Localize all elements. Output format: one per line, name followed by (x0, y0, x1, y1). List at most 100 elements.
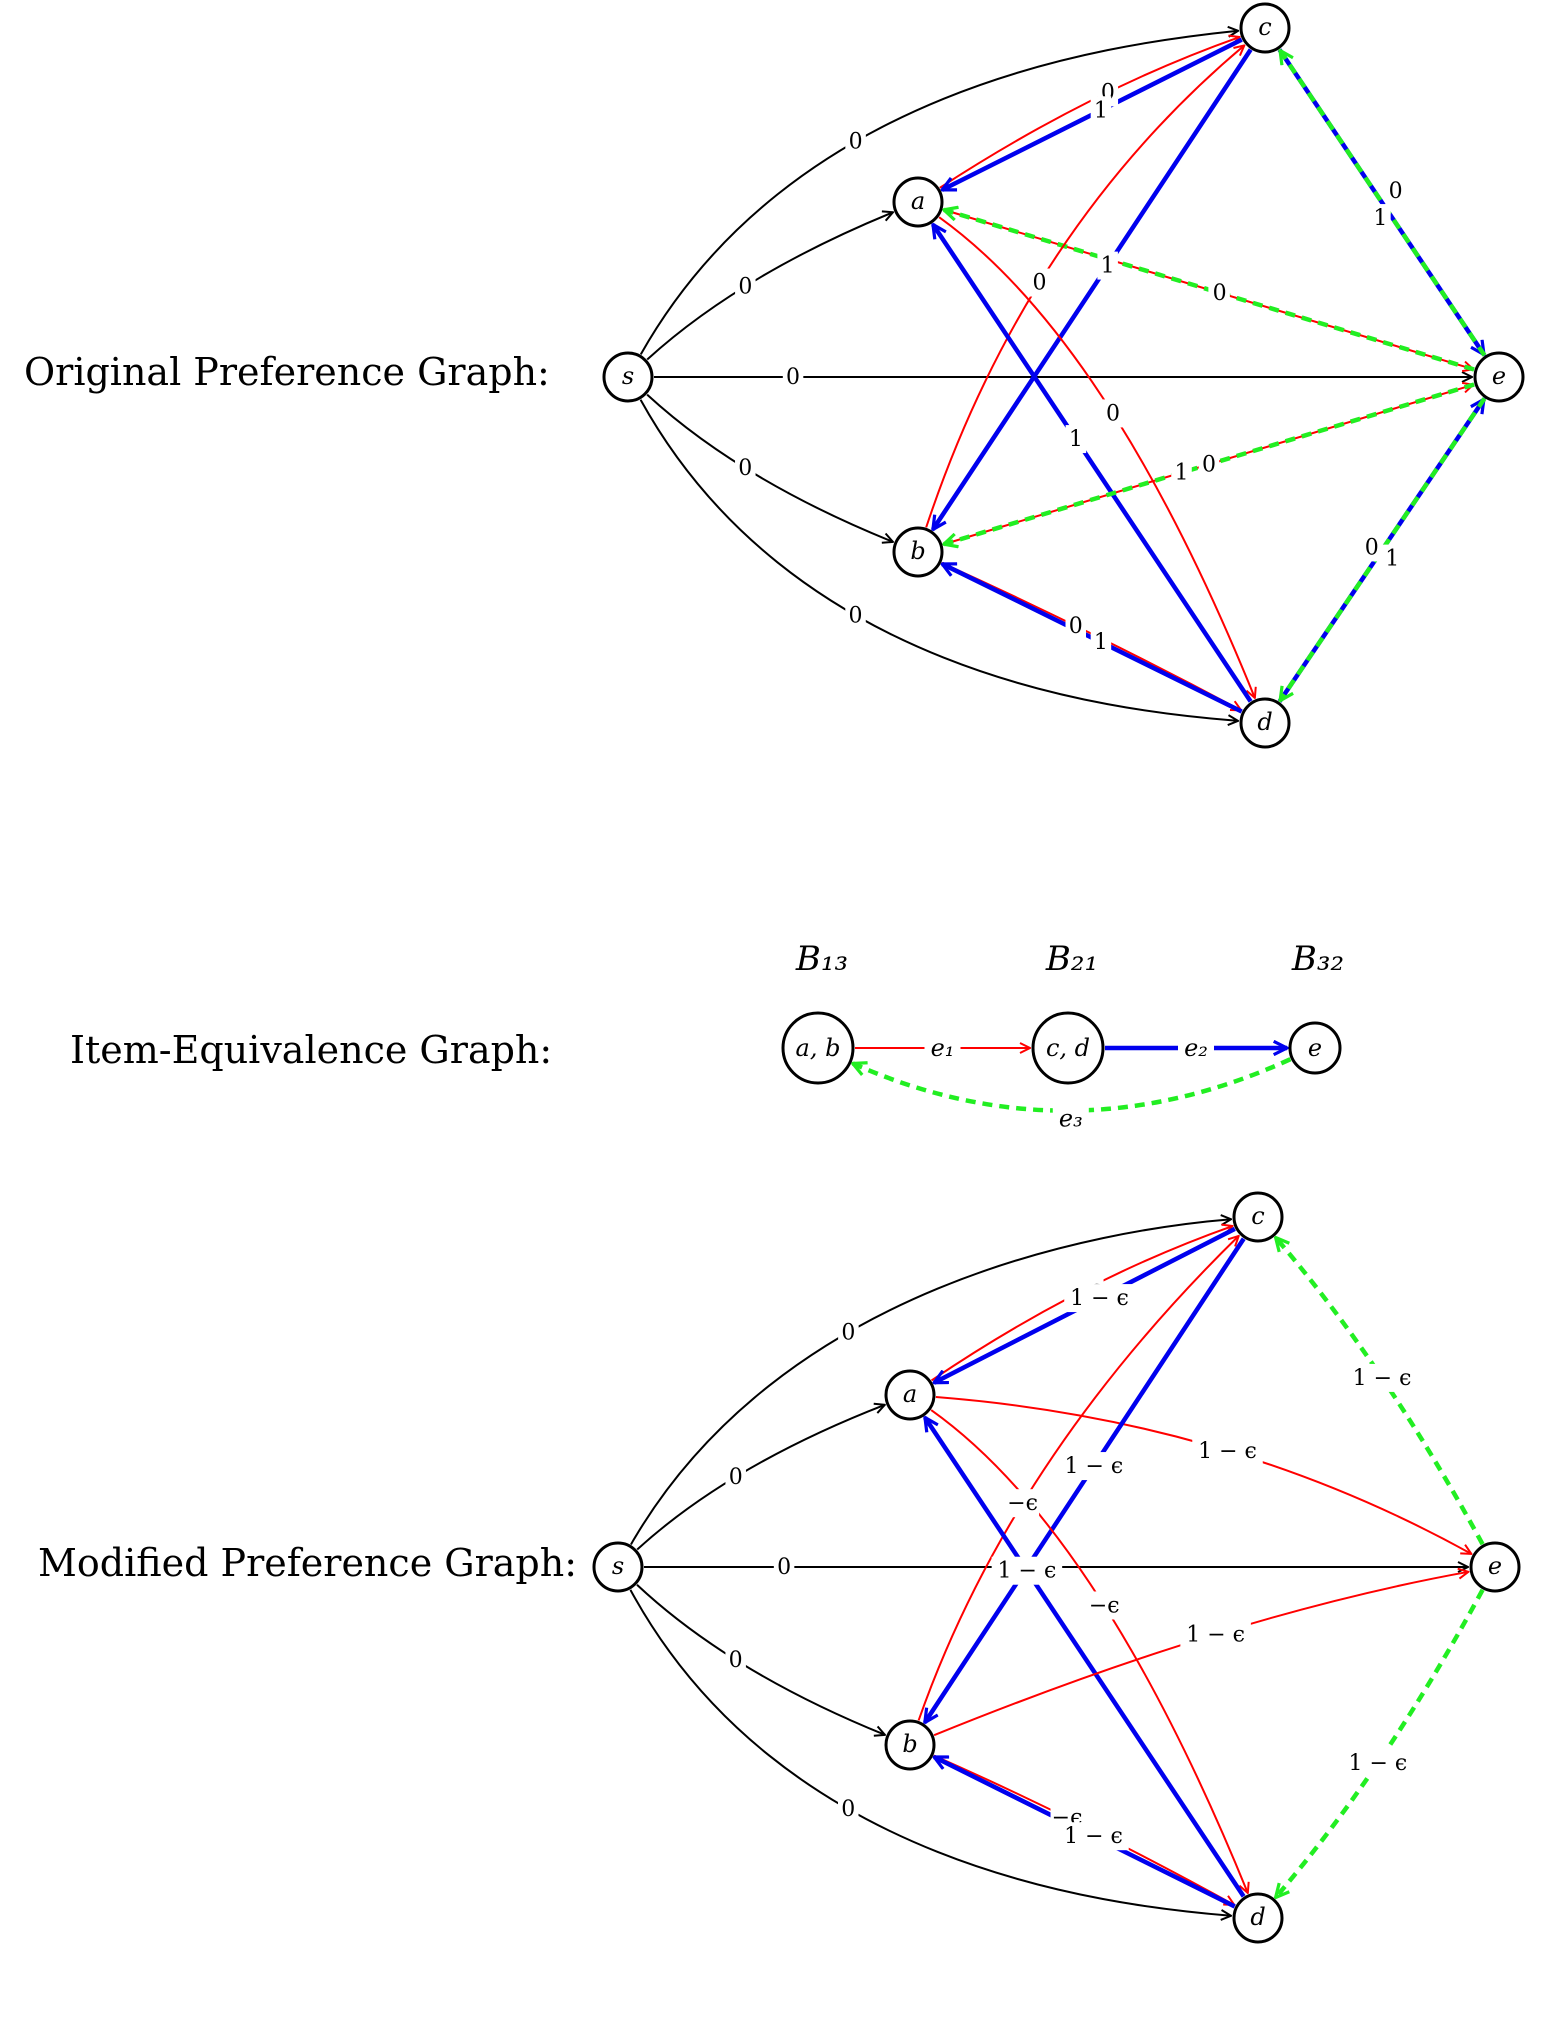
eq-edge-label-ab-to-cd: e₁ (924, 1034, 961, 1062)
edge-label-b-to-e-text: 1 − ϵ (1186, 1622, 1245, 1647)
eq-edge-label-bg (1052, 1104, 1089, 1133)
node-e-circle (1473, 351, 1525, 403)
edge-label-b-to-c: 0 (1029, 268, 1050, 297)
edge-label-s-to-d-bg (845, 601, 866, 630)
edge-label-a-to-e-text: 1 − ϵ (1198, 1439, 1257, 1464)
node-e: e (1469, 1541, 1521, 1593)
edge-e-to-d (1276, 1588, 1485, 1898)
edge-label-b-to-c-text: −ϵ (1007, 1491, 1038, 1516)
edge-label-e-to-d: 1 (1381, 544, 1403, 573)
edge-label-s-to-b-bg (725, 1645, 746, 1674)
edge-label-e-to-a-bg (1209, 278, 1230, 307)
edge-label-s-to-a-text: 0 (729, 1465, 743, 1490)
edge-label-c-to-a-text: 1 − ϵ (1070, 1286, 1129, 1311)
edge-label-d-to-b: 1 (1090, 628, 1112, 657)
edge-label-e-to-d: 1 − ϵ (1342, 1748, 1414, 1777)
edge-label-c-to-b-bg (1058, 1452, 1130, 1481)
edge-label-b-to-e: 1 (1171, 458, 1192, 487)
block-e-circle (1288, 1021, 1342, 1075)
edge-label-a-to-d: −ϵ (1087, 1591, 1121, 1620)
edge-s-to-b (636, 1584, 885, 1735)
node-d: d (1232, 1892, 1284, 1944)
edge-label-a-to-e-bg (1192, 1436, 1263, 1465)
edge-label-d-to-b-bg (1090, 628, 1112, 657)
edge-label-d-to-a-bg (1065, 425, 1087, 454)
node-c-circle (1232, 1191, 1284, 1243)
original-graph-title: Original Preference Graph: (24, 350, 550, 394)
edge-a-to-d (938, 216, 1255, 698)
edge-s-to-a (646, 212, 893, 361)
edge-layer (639, 31, 1487, 721)
node-a: a (884, 1369, 936, 1421)
edge-label-s-to-c-text: 0 (841, 1320, 855, 1345)
edge-a-to-d (930, 1409, 1248, 1893)
edge-label-d-to-b-text: 1 (1094, 630, 1108, 655)
node-s-circle (602, 351, 654, 403)
edge-s-to-d (639, 399, 1239, 721)
original-preference-graph: 000000110010110010101sabcde (602, 2, 1525, 749)
edge-label-e-to-a: 0 (1209, 278, 1230, 307)
edge-label-c-to-b: 1 (1097, 251, 1118, 280)
node-layer: s a b c d e (592, 1191, 1521, 1944)
edge-label-c-to-e-bg (1385, 177, 1406, 206)
edge-label-s-to-c-bg (845, 127, 866, 156)
edge-b-to-c (917, 1236, 1239, 1721)
edge-label-c-to-b-text: 1 (1101, 254, 1115, 279)
edge-label-d-to-e-text: 0 (1365, 535, 1379, 560)
edge-label-s-to-d-bg (837, 1795, 859, 1824)
node-d-circle (1232, 1892, 1284, 1944)
node-c-circle (1239, 2, 1291, 54)
edge-c-to-b (925, 1237, 1246, 1723)
block-e-title: B₃₂ (1291, 939, 1344, 979)
edge-label-s-to-b: 0 (725, 1645, 746, 1674)
node-a-label: a (911, 187, 925, 215)
node-s: s (592, 1541, 644, 1593)
edge-label-e-to-b-bg (1198, 450, 1220, 479)
block-e-label: e (1308, 1034, 1322, 1062)
node-d: d (1239, 697, 1291, 749)
edge-label-e-to-a-text: 0 (1213, 281, 1227, 306)
edge-b-to-e (933, 1572, 1468, 1737)
block-ab-label: a, b (796, 1034, 841, 1062)
edge-label-d-to-e-bg (1361, 533, 1383, 562)
edge-label-s-to-e: 0 (782, 363, 804, 391)
node-e-circle (1469, 1541, 1521, 1593)
edge-label-c-to-a: 1 − ϵ (1064, 1284, 1135, 1313)
equivalence-graph-title: Item-Equivalence Graph: (70, 1028, 552, 1072)
node-b: b (884, 1719, 936, 1771)
edge-label-a-to-d-bg (1102, 399, 1124, 428)
edge-b-to-c (925, 45, 1244, 528)
edge-s-to-c (639, 31, 1238, 355)
edge-label-d-to-b-text: 1 − ϵ (1064, 1824, 1123, 1849)
edge-label-e-to-c-text: 1 − ϵ (1353, 1366, 1412, 1391)
edge-label-d-to-a: 1 − ϵ (991, 1556, 1063, 1585)
block-ab-circle (781, 1011, 855, 1085)
node-c: c (1239, 2, 1291, 54)
edge-label-s-to-c-bg (838, 1318, 859, 1347)
node-a-circle (884, 1369, 936, 1421)
edge-label-d-to-a-text: 1 (1069, 427, 1083, 452)
edge-label-e-to-b-text: 0 (1202, 452, 1216, 477)
node-d-label: d (1257, 708, 1272, 736)
edge-label-b-to-d: 0 (1065, 611, 1086, 640)
edge-label-b-to-c: −ϵ (1006, 1489, 1040, 1518)
eq-edge-label-text: e₁ (931, 1034, 955, 1062)
node-a: a (892, 176, 944, 228)
edge-label-d-to-b: 1 − ϵ (1058, 1822, 1129, 1851)
edge-d-to-a (933, 224, 1253, 703)
edge-label-s-to-c: 0 (838, 1318, 859, 1347)
edge-label-b-to-e-bg (1180, 1620, 1251, 1649)
edge-label-s-to-b-text: 0 (729, 1648, 743, 1673)
node-c-label: c (1251, 1202, 1264, 1230)
block-cd-circle (1031, 1011, 1105, 1085)
edge-label-d-to-b-bg (1058, 1822, 1129, 1851)
edge-label-s-to-c: 0 (845, 127, 866, 156)
edge-a-to-c (939, 37, 1240, 189)
